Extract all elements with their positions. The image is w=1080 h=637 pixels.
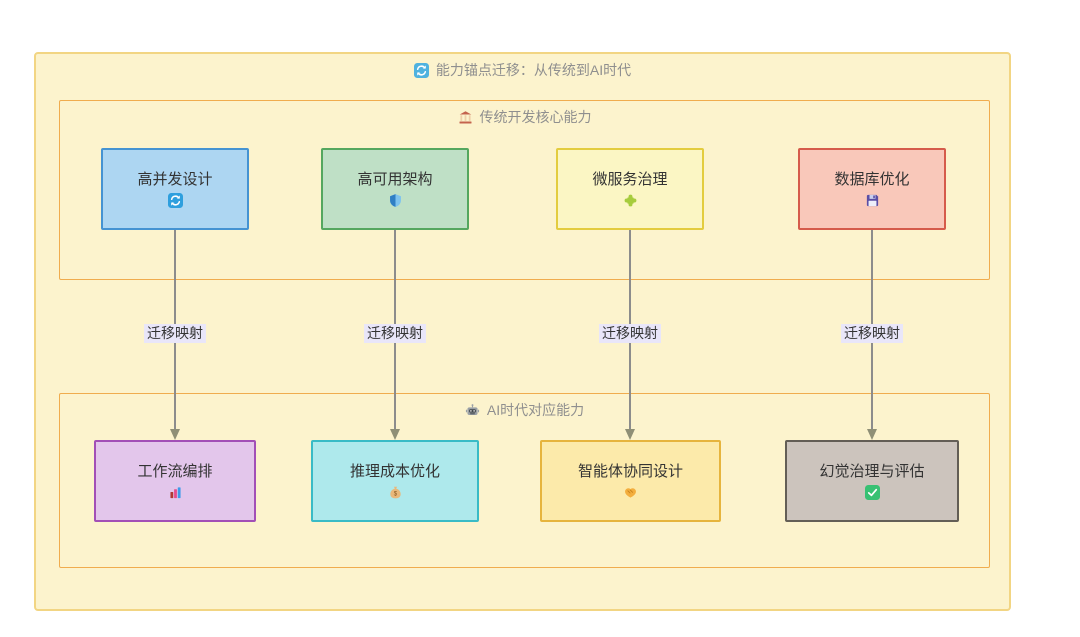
cluster-title-text: AI时代对应能力 [486, 402, 585, 418]
bar-chart-icon [168, 485, 183, 500]
node-label: 微服务治理 [592, 170, 668, 188]
edge-label: 迁移映射 [599, 324, 661, 343]
money-bag-icon: $ [388, 485, 403, 500]
cluster-title-text: 能力锚点迁移：从传统到AI时代 [435, 62, 632, 78]
puzzle-piece-icon [623, 193, 638, 208]
cluster-traditional-title: 传统开发核心能力 [60, 109, 989, 125]
arrowhead-icon [624, 429, 635, 440]
arrowhead-icon [169, 429, 180, 440]
node-database-optimization: 数据库优化 [798, 148, 946, 230]
node-high-availability-architecture: 高可用架构 [321, 148, 469, 230]
classical-building-icon [458, 110, 473, 125]
node-label: 智能体协同设计 [577, 462, 683, 480]
node-label: 幻觉治理与评估 [819, 462, 925, 480]
cluster-title-text: 传统开发核心能力 [479, 109, 592, 125]
shield-icon [388, 193, 403, 208]
cluster-capability-migration-title: 能力锚点迁移：从传统到AI时代 [36, 62, 1009, 78]
edge-label: 迁移映射 [144, 324, 206, 343]
node-hallucination-governance-evaluation: 幻觉治理与评估 [785, 440, 959, 522]
arrowhead-icon [389, 429, 400, 440]
node-label: 高可用架构 [357, 170, 433, 188]
refresh-icon [413, 62, 429, 78]
node-high-concurrency-design: 高并发设计 [101, 148, 249, 230]
node-microservice-governance: 微服务治理 [556, 148, 704, 230]
check-mark-icon [864, 484, 880, 500]
edge-label: 迁移映射 [364, 324, 426, 343]
cluster-traditional: 传统开发核心能力 [59, 100, 990, 280]
arrowhead-icon [866, 429, 877, 440]
cluster-ai-title: AI时代对应能力 [60, 402, 989, 418]
node-label: 数据库优化 [834, 170, 910, 188]
robot-icon [465, 403, 480, 418]
node-workflow-orchestration: 工作流编排 [94, 440, 256, 522]
node-agent-collaborative-design: 智能体协同设计 [540, 440, 721, 522]
edge-label: 迁移映射 [841, 324, 903, 343]
node-inference-cost-optimization: 推理成本优化 $ [311, 440, 479, 522]
cluster-ai: AI时代对应能力 [59, 393, 990, 568]
handshake-icon [623, 485, 638, 500]
refresh-icon [167, 192, 183, 208]
floppy-disk-icon [865, 193, 880, 208]
node-label: 推理成本优化 [349, 462, 440, 480]
svg-text:$: $ [393, 490, 397, 497]
node-label: 高并发设计 [137, 170, 213, 188]
node-label: 工作流编排 [137, 462, 213, 480]
